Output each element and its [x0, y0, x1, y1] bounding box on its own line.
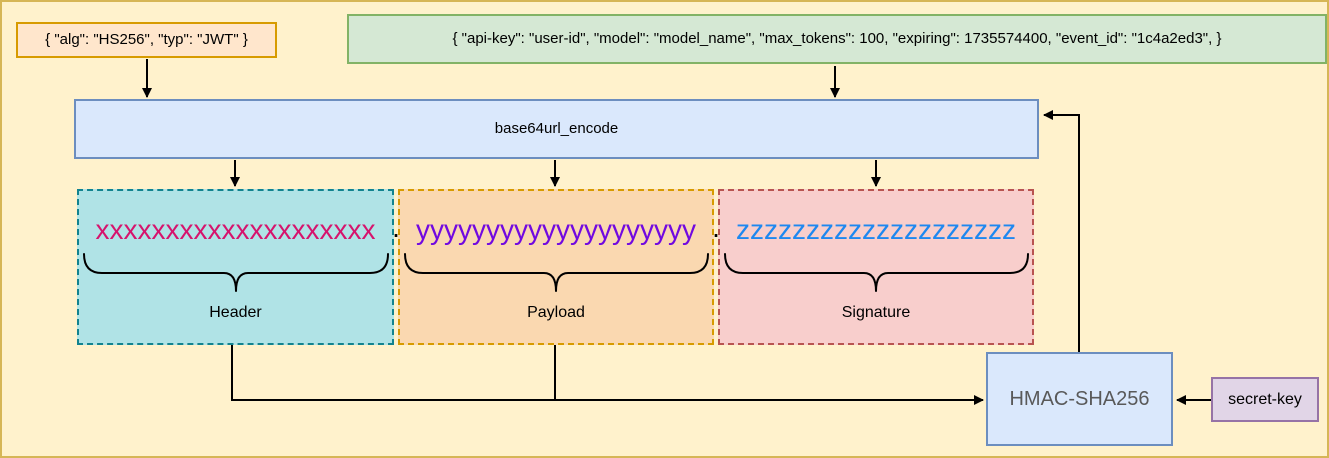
secret-key-label: secret-key — [1228, 390, 1302, 408]
header-token-box: xxxxxxxxxxxxxxxxxxxx Header — [77, 189, 394, 345]
signature-token-box: zzzzzzzzzzzzzzzzzzzz Signature — [718, 189, 1034, 345]
base64url-encode-label: base64url_encode — [494, 120, 619, 137]
token-separator-dot-2: . — [712, 212, 720, 243]
payload-token-box: yyyyyyyyyyyyyyyyyyyy Payload — [398, 189, 714, 345]
payload-json-text: { "api-key": "user-id", "model": "model_… — [452, 30, 1222, 47]
hmac-sha256-label: HMAC-SHA256 — [1009, 388, 1150, 410]
payload-token-label: Payload — [527, 304, 585, 321]
signature-token-letters: zzzzzzzzzzzzzzzzzzzz — [736, 214, 1016, 245]
signature-token-label: Signature — [841, 304, 911, 321]
secret-key-box: secret-key — [1211, 377, 1319, 422]
token-separator-dot-1: . — [392, 212, 400, 243]
arrow-hmac-to-encode — [1043, 110, 1080, 352]
header-json-box: { "alg": "HS256", "typ": "JWT" } — [16, 22, 277, 58]
payload-token-letters: yyyyyyyyyyyyyyyyyyyy — [416, 214, 696, 245]
header-json-text: { "alg": "HS256", "typ": "JWT" } — [45, 31, 248, 48]
payload-json-box: { "api-key": "user-id", "model": "model_… — [347, 14, 1327, 64]
hmac-sha256-box: HMAC-SHA256 — [986, 352, 1173, 446]
header-token-label: Header — [209, 304, 262, 321]
arrow-header-token-to-hmac — [231, 345, 984, 405]
header-token-letters: xxxxxxxxxxxxxxxxxxxx — [95, 214, 376, 245]
base64url-encode-box: base64url_encode — [74, 99, 1039, 159]
